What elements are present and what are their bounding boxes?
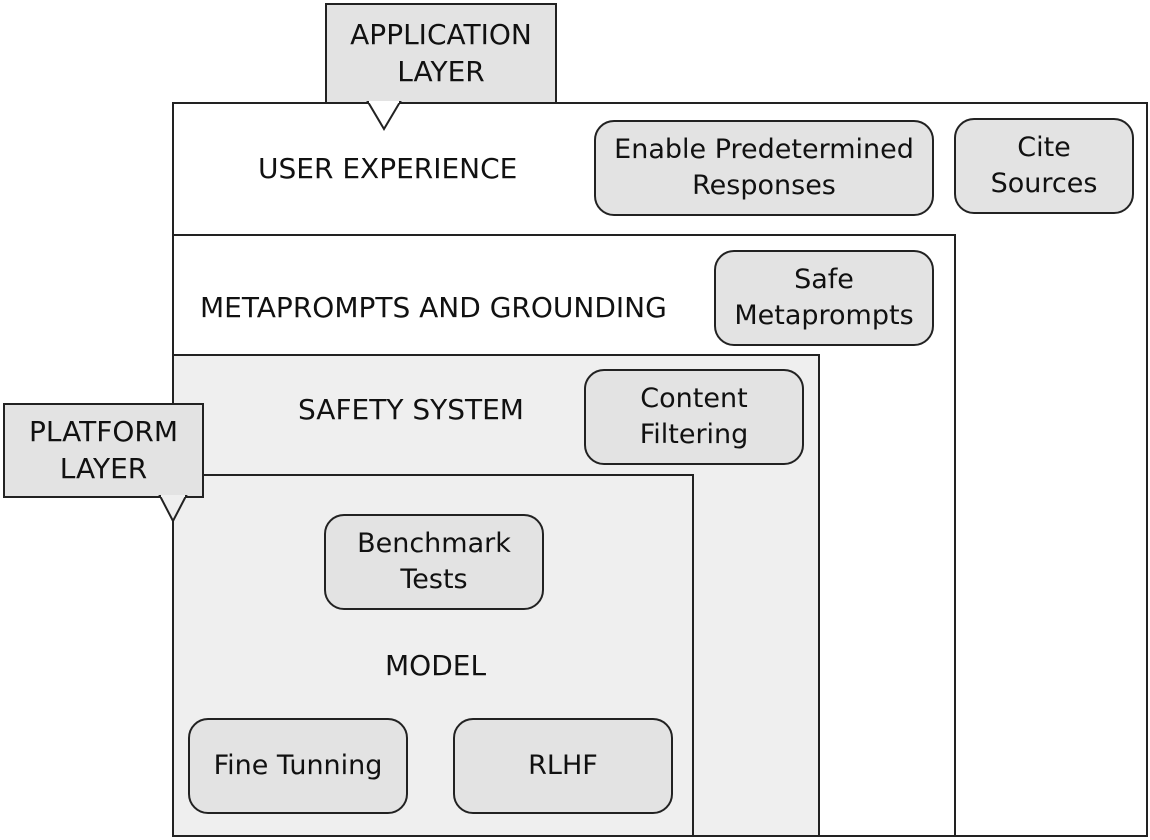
benchmark-tests-line2: Tests [400, 564, 468, 595]
platform-layer-line2: LAYER [59, 451, 148, 485]
safe-metaprompts-box: Safe Metaprompts [714, 250, 934, 346]
fine-tuning-box: Fine Tunning [188, 718, 408, 814]
application-layer-callout: APPLICATION LAYER [325, 3, 557, 104]
platform-layer-line1: PLATFORM [29, 414, 178, 448]
cite-sources-box: Cite Sources [954, 118, 1134, 214]
safe-metaprompts-line1: Safe [794, 263, 854, 295]
application-layer-line1: APPLICATION [350, 17, 532, 51]
safety-system-title: SAFETY SYSTEM [298, 393, 524, 426]
application-layer-line2: LAYER [397, 54, 485, 88]
rlhf-box: RLHF [453, 718, 673, 814]
metaprompts-grounding-title: METAPROMPTS AND GROUNDING [200, 291, 667, 324]
content-filtering-line2: Filtering [639, 419, 749, 450]
rlhf-label: RLHF [528, 749, 598, 781]
model-title: MODEL [385, 649, 487, 682]
content-filtering-line1: Content [640, 382, 748, 414]
user-experience-title: USER EXPERIENCE [258, 152, 518, 185]
platform-layer-pointer-icon [158, 495, 188, 524]
benchmark-tests-line1: Benchmark [357, 527, 511, 559]
application-layer-pointer-icon [366, 101, 402, 131]
benchmark-tests-box: Benchmark Tests [324, 514, 544, 610]
enable-predetermined-responses-box: Enable Predetermined Responses [594, 120, 934, 216]
safe-metaprompts-line2: Metaprompts [734, 300, 914, 331]
enable-predetermined-responses-line1: Enable Predetermined [614, 133, 914, 165]
platform-layer-callout: PLATFORM LAYER [3, 403, 204, 498]
cite-sources-line2: Sources [990, 168, 1098, 199]
enable-predetermined-responses-line2: Responses [692, 170, 836, 201]
content-filtering-box: Content Filtering [584, 369, 804, 465]
cite-sources-line1: Cite [1017, 131, 1071, 163]
fine-tuning-label: Fine Tunning [213, 749, 383, 781]
